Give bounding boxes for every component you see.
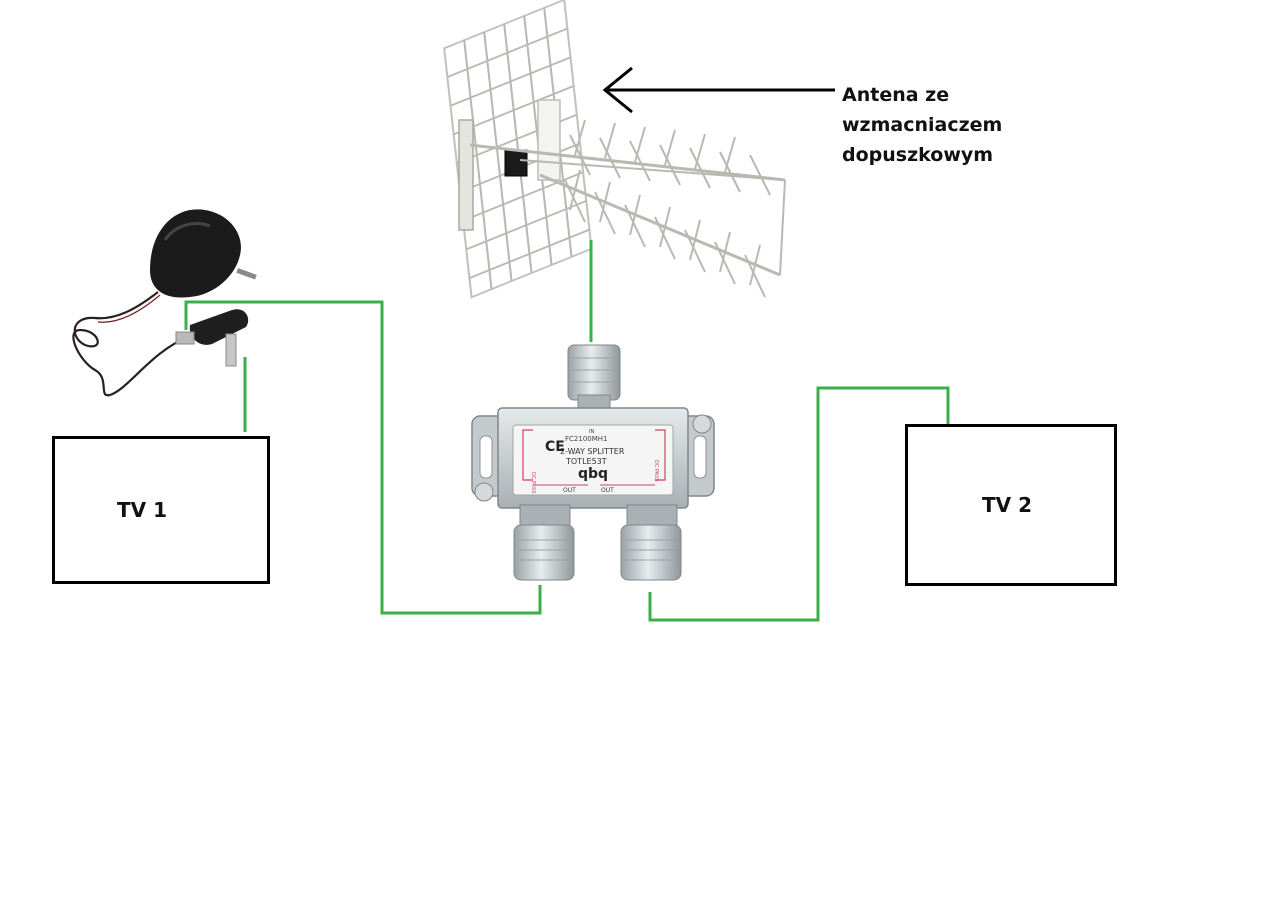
antenna-callout-line-2: wzmacniaczem	[842, 114, 1003, 136]
splitter-side-text-right: DC PASS	[653, 460, 659, 481]
splitter-ce-mark: CE	[545, 439, 565, 455]
splitter-model-code: FC2100MH1	[565, 435, 608, 443]
antenna-callout-line-3: dopuszkowym	[842, 144, 994, 166]
splitter-out-label-left: OUT	[563, 487, 576, 494]
cable-splitter-to-tv2	[648, 386, 950, 622]
tv2-label: TV 2	[982, 493, 1032, 517]
splitter-icon: CE FC2100MH1 2-WAY SPLITTER TOTLE53T qbq…	[471, 344, 715, 581]
tv2-box: TV 2	[905, 424, 1117, 586]
splitter-type-text: 2-WAY SPLITTER	[560, 447, 625, 456]
tv1-label: TV 1	[117, 498, 167, 522]
cable-lines	[184, 240, 950, 622]
power-adapter-icon	[72, 209, 257, 397]
splitter-brand: qbq	[578, 466, 608, 482]
splitter-series-text: TOTLE53T	[565, 457, 607, 466]
tv1-box: TV 1	[52, 436, 270, 584]
callout-arrow	[602, 66, 835, 114]
cable-splitter-to-adapter	[184, 300, 542, 615]
splitter-in-label: IN	[589, 429, 594, 435]
splitter-out-label-right: OUT	[601, 487, 614, 494]
antenna-icon	[443, 0, 786, 299]
antenna-callout-line-1: Antena ze	[842, 84, 950, 106]
splitter-side-text-left: DC PASS	[530, 472, 536, 493]
antenna-callout: Antena ze wzmacniaczem dopuszkowym	[842, 80, 1002, 170]
